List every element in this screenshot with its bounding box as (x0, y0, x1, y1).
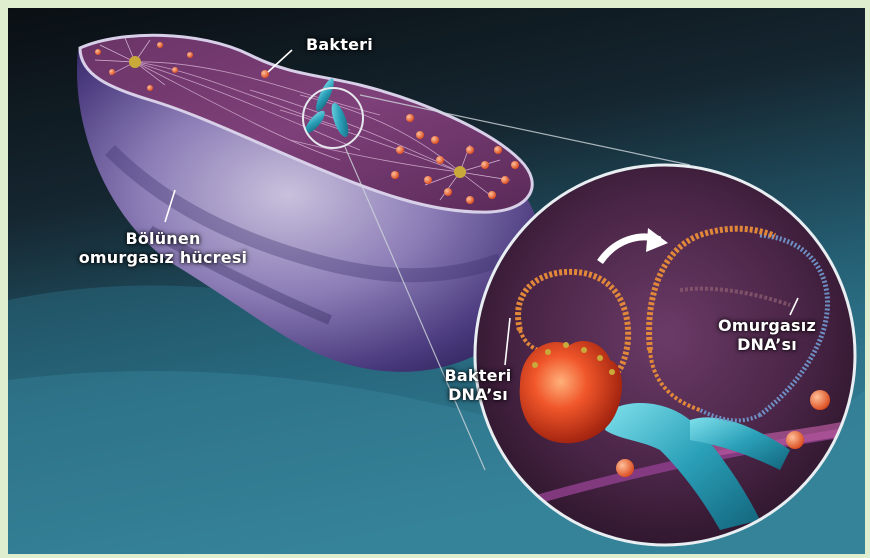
label-dividing-cell-line2: omurgasız hücresi (68, 248, 258, 267)
label-invertebrate-dna: Omurgasız DNA’sı (712, 316, 822, 354)
label-bacterial-dna: Bakteri DNA’sı (438, 366, 518, 404)
label-bacterium: Bakteri (306, 35, 373, 54)
label-invertebrate-dna-line1: Omurgasız (712, 316, 822, 335)
label-bacterial-dna-line1: Bakteri (438, 366, 518, 385)
label-dividing-cell-line1: Bölünen (68, 229, 258, 248)
label-invertebrate-dna-line2: DNA’sı (712, 335, 822, 354)
zoom-inset (470, 165, 860, 545)
label-bacterial-dna-line2: DNA’sı (438, 385, 518, 404)
label-dividing-cell: Bölünen omurgasız hücresi (68, 229, 258, 267)
